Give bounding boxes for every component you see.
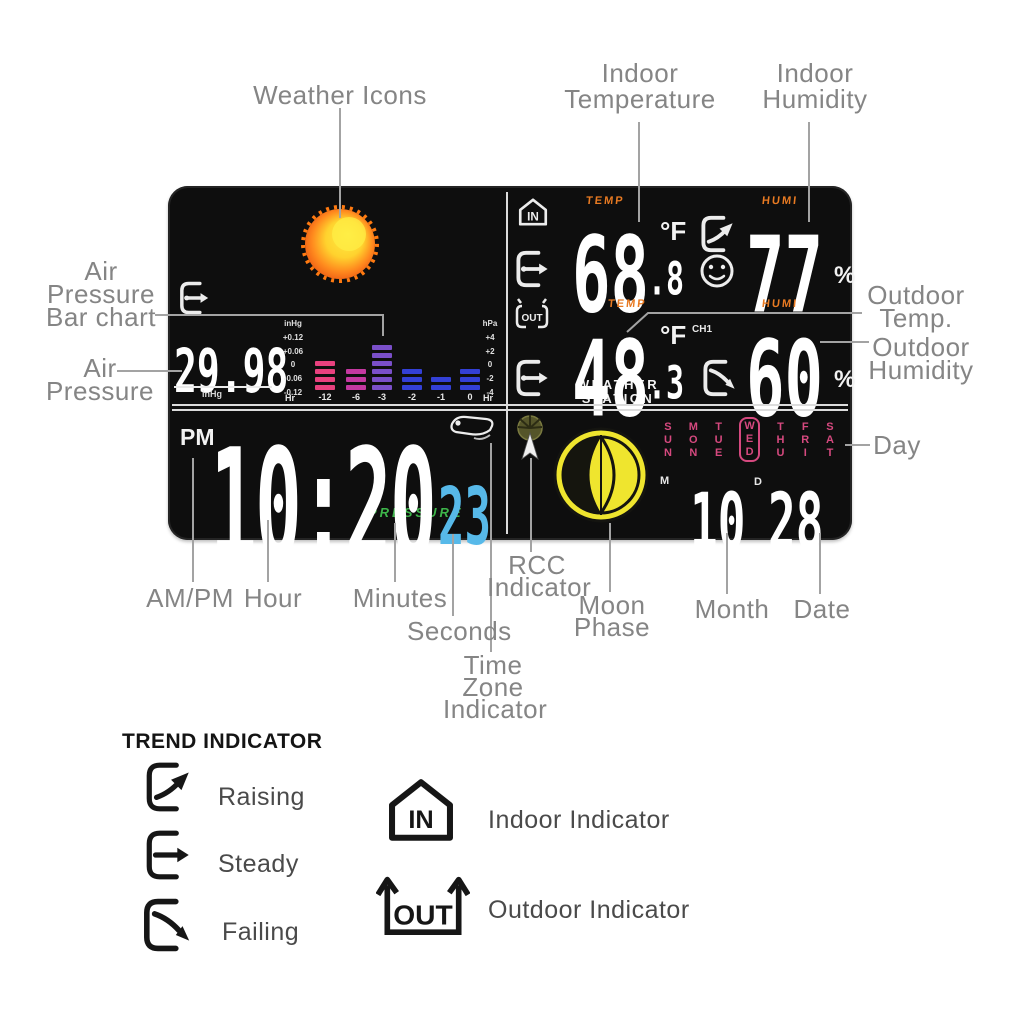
callout-hour: Hour bbox=[243, 583, 303, 613]
trend-failing-icon bbox=[139, 896, 197, 954]
outdoor-hum-unit: % bbox=[834, 366, 856, 393]
legend-out-text: OUT bbox=[393, 899, 452, 931]
callout-minutes: Minutes bbox=[352, 583, 448, 613]
trend-indicator-title: TREND INDICATOR bbox=[122, 730, 323, 753]
indoor-hum-unit: % bbox=[834, 262, 856, 289]
outdoor-temp-value: 48 bbox=[572, 320, 650, 443]
date-label: D bbox=[754, 476, 762, 488]
rcc-antenna-icon bbox=[517, 415, 543, 461]
date-value: 28 bbox=[768, 476, 824, 568]
outdoor-trend-steady-icon bbox=[513, 356, 553, 400]
clock-seconds: 23 bbox=[438, 472, 491, 564]
callout-month: Month bbox=[694, 594, 770, 624]
outdoor-temp-label: TEMP bbox=[607, 298, 648, 310]
pressure-label: PRESSURE bbox=[368, 505, 464, 520]
legend-in-text: IN bbox=[408, 806, 433, 834]
device-title: WEATHER STATION bbox=[576, 377, 660, 406]
trend-failing-label: Failing bbox=[222, 918, 300, 946]
in-icon-text: IN bbox=[527, 211, 539, 224]
pressure-value: 29.98 bbox=[174, 336, 289, 407]
indoor-hum-label: HUMI bbox=[761, 195, 799, 207]
indoor-trend-steady-icon bbox=[513, 248, 553, 290]
weather-station-display: WEATHER STATION PRESSURE 29.98 inHg inHg… bbox=[168, 186, 856, 598]
vertical-divider bbox=[506, 192, 508, 534]
indoor-indicator-icon: IN bbox=[382, 775, 460, 845]
month-label: M bbox=[660, 475, 670, 487]
ampm-indicator: PM bbox=[180, 424, 215, 450]
trend-steady-icon-legend bbox=[141, 828, 197, 882]
outdoor-indicator-icon: OUT bbox=[376, 876, 470, 936]
clock-time: 10:20 bbox=[210, 418, 437, 598]
indoor-temp-unit: °F bbox=[660, 216, 687, 246]
outdoor-trend-failing-icon bbox=[698, 358, 742, 398]
indoor-indicator-label: Indoor Indicator bbox=[488, 806, 670, 834]
callout-day: Day bbox=[873, 430, 921, 460]
outdoor-hum-label: HUMI bbox=[761, 298, 799, 310]
indoor-temp-label: TEMP bbox=[585, 195, 626, 207]
callout-seconds: Seconds bbox=[407, 616, 512, 646]
callout-weather-icons: Weather Icons bbox=[253, 80, 427, 110]
horizontal-divider bbox=[172, 404, 848, 406]
outdoor-indicator-label: Outdoor Indicator bbox=[488, 896, 690, 924]
comfort-smiley-icon bbox=[700, 254, 734, 288]
month-value: 10 bbox=[690, 476, 746, 568]
trend-raising-label: Raising bbox=[218, 783, 305, 811]
pressure-unit: inHg bbox=[202, 389, 222, 399]
outdoor-channel: CH1 bbox=[692, 324, 713, 335]
outdoor-temp-unit: °F bbox=[660, 320, 687, 350]
callout-date: Date bbox=[793, 594, 851, 624]
indoor-trend-raising-icon bbox=[696, 214, 740, 254]
trend-raising-icon bbox=[141, 760, 197, 814]
timezone-map-icon bbox=[450, 415, 494, 440]
out-icon-text: OUT bbox=[521, 313, 542, 324]
outdoor-temp-decimal: .3 bbox=[648, 358, 685, 411]
sun-icon bbox=[301, 205, 379, 283]
callout-ampm: AM/PM bbox=[146, 583, 234, 613]
moon-phase-icon bbox=[553, 427, 649, 523]
horizontal-divider-2 bbox=[172, 409, 848, 411]
outdoor-house-icon: OUT bbox=[515, 298, 549, 329]
hr-label-left: Hr bbox=[285, 393, 296, 403]
trend-steady-label: Steady bbox=[218, 850, 299, 878]
pressure-underline bbox=[174, 386, 272, 388]
indoor-temp-decimal: .8 bbox=[648, 254, 685, 307]
hr-label-right: Hr bbox=[483, 393, 494, 403]
indoor-house-icon: IN bbox=[518, 198, 548, 226]
